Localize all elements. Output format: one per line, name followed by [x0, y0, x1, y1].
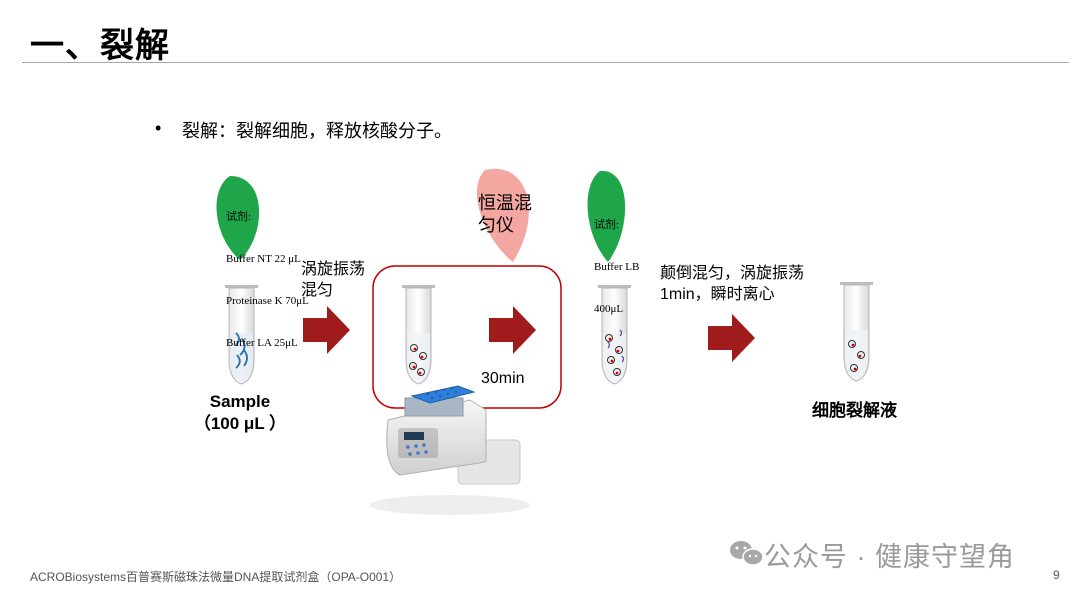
reagent-item: Buffer LB — [594, 261, 640, 273]
page-number: 9 — [1053, 568, 1060, 582]
test-tube-icon — [402, 285, 435, 385]
reagent-heading: 试剂: — [594, 219, 620, 231]
arrow-right-icon — [303, 306, 350, 354]
reagent-list-1: 试剂: Buffer NT 22 μL Proteinase K 70μL Bu… — [226, 182, 309, 364]
incubator-label: 恒温混 匀仪 — [478, 193, 532, 235]
incubator-device-icon — [370, 385, 530, 515]
arrow-right-icon — [708, 314, 755, 362]
wechat-icon — [730, 541, 764, 566]
reagent-item: Buffer NT 22 μL — [226, 253, 301, 265]
reagent-list-2: 试剂: Buffer LB 400μL — [594, 190, 639, 330]
reagent-heading: 试剂: — [226, 211, 252, 223]
incubator-label-drop — [476, 168, 529, 262]
reagent-item: 400μL — [594, 303, 624, 315]
incubation-box — [372, 265, 562, 409]
bullet-text: 裂解：裂解细胞，释放核酸分子。 — [182, 121, 452, 141]
sample-label: Sample （100 μL ） — [193, 392, 287, 433]
slide-title: 一、裂解 — [30, 27, 170, 65]
reagent-item: Proteinase K 70μL — [226, 295, 309, 307]
lysate-label: 细胞裂解液 — [812, 401, 897, 420]
test-tube-icon — [598, 285, 631, 385]
test-tube-icon — [840, 282, 873, 382]
step1-instruction: 涡旋振荡 混匀 — [301, 261, 366, 299]
reagent-leaf-2 — [587, 170, 626, 262]
incubation-duration: 30min — [481, 370, 525, 387]
test-tube-icon — [225, 285, 258, 385]
reagent-leaf-1 — [216, 176, 260, 260]
bullet-dot: • — [155, 118, 162, 138]
step3-instruction: 颠倒混匀，涡旋振荡 1min，瞬时离心 — [660, 265, 805, 303]
reagent-item: Buffer LA 25μL — [226, 337, 298, 349]
arrow-right-icon — [489, 306, 536, 354]
watermark-text: 公众号 · 健康守望角 — [764, 542, 1015, 572]
footer-text: ACROBiosystems百普赛斯磁珠法微量DNA提取试剂盒（OPA-O001… — [30, 570, 402, 584]
title-divider — [22, 62, 1069, 63]
